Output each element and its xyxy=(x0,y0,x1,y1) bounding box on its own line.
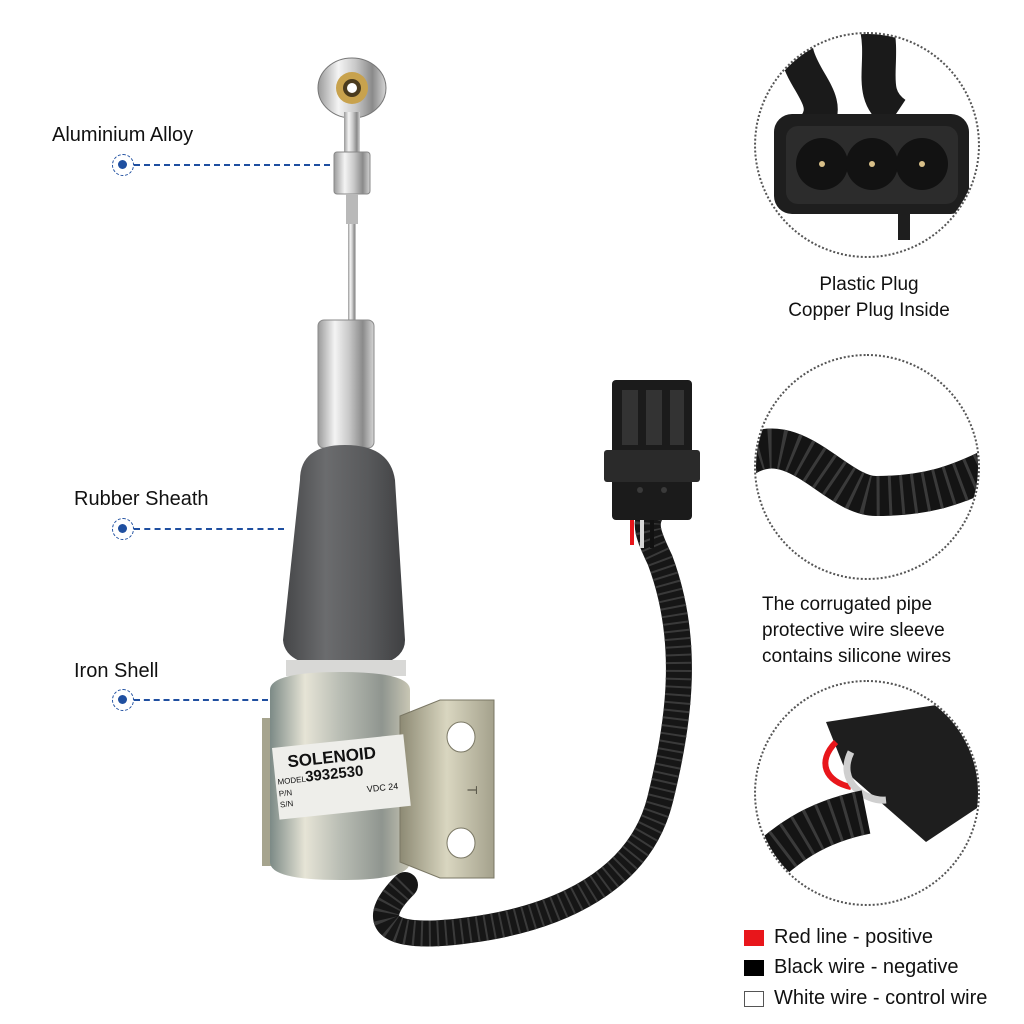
red-swatch xyxy=(744,929,764,946)
caption-line: protective wire sleeve xyxy=(762,620,945,641)
caption-line: Plastic Plug xyxy=(819,274,919,295)
pipe-closeup-image xyxy=(756,428,978,517)
callout-dot-icon xyxy=(112,689,134,711)
caption-line: Copper Plug Inside xyxy=(788,300,950,321)
rubber-sheath xyxy=(283,445,405,668)
callout-leader-line xyxy=(134,528,284,530)
solenoid-voltage: VDC 24 xyxy=(366,781,399,795)
caption-line: The corrugated pipe xyxy=(762,594,933,615)
plastic-plug xyxy=(604,380,700,520)
mounting-bracket xyxy=(399,699,495,879)
black-swatch xyxy=(744,959,764,976)
callout-dot-icon xyxy=(112,518,134,540)
bracket-mark: T xyxy=(464,785,481,795)
plunger xyxy=(317,319,375,449)
detail-wire-entry-circle xyxy=(754,680,980,906)
plug-closeup-image xyxy=(774,34,969,240)
white-swatch xyxy=(744,990,764,1007)
callout-label: Aluminium Alloy xyxy=(52,124,194,146)
legend-item-red: Red line - positive xyxy=(744,926,933,949)
solenoid-model-prefix: MODEL xyxy=(277,774,307,787)
legend-text: White wire - control wire xyxy=(774,987,988,1009)
detail-plug-caption: Plastic Plug Copper Plug Inside xyxy=(754,272,984,324)
legend-text: Red line - positive xyxy=(774,926,933,948)
caption-line: contains silicone wires xyxy=(762,646,952,667)
detail-pipe-caption: The corrugated pipe protective wire slee… xyxy=(762,592,1022,670)
detail-pipe-circle xyxy=(754,354,980,580)
rod-end xyxy=(317,57,387,324)
callout-leader-line xyxy=(134,699,268,701)
detail-plug-circle xyxy=(754,32,980,258)
solenoid-label-sticker: SOLENOID MODEL 3932530 P/N S/N VDC 24 xyxy=(272,734,411,820)
solenoid-pn: P/N xyxy=(278,788,293,799)
legend-item-white: White wire - control wire xyxy=(744,987,987,1010)
legend-item-black: Black wire - negative xyxy=(744,956,959,979)
callout-label: Iron Shell xyxy=(74,660,159,682)
wire-entry-closeup-image xyxy=(756,702,978,898)
callout-dot-icon xyxy=(112,154,134,176)
legend-text: Black wire - negative xyxy=(774,956,959,978)
callout-label: Rubber Sheath xyxy=(74,488,209,510)
callout-leader-line xyxy=(134,164,330,166)
solenoid-sn: S/N xyxy=(279,799,294,810)
